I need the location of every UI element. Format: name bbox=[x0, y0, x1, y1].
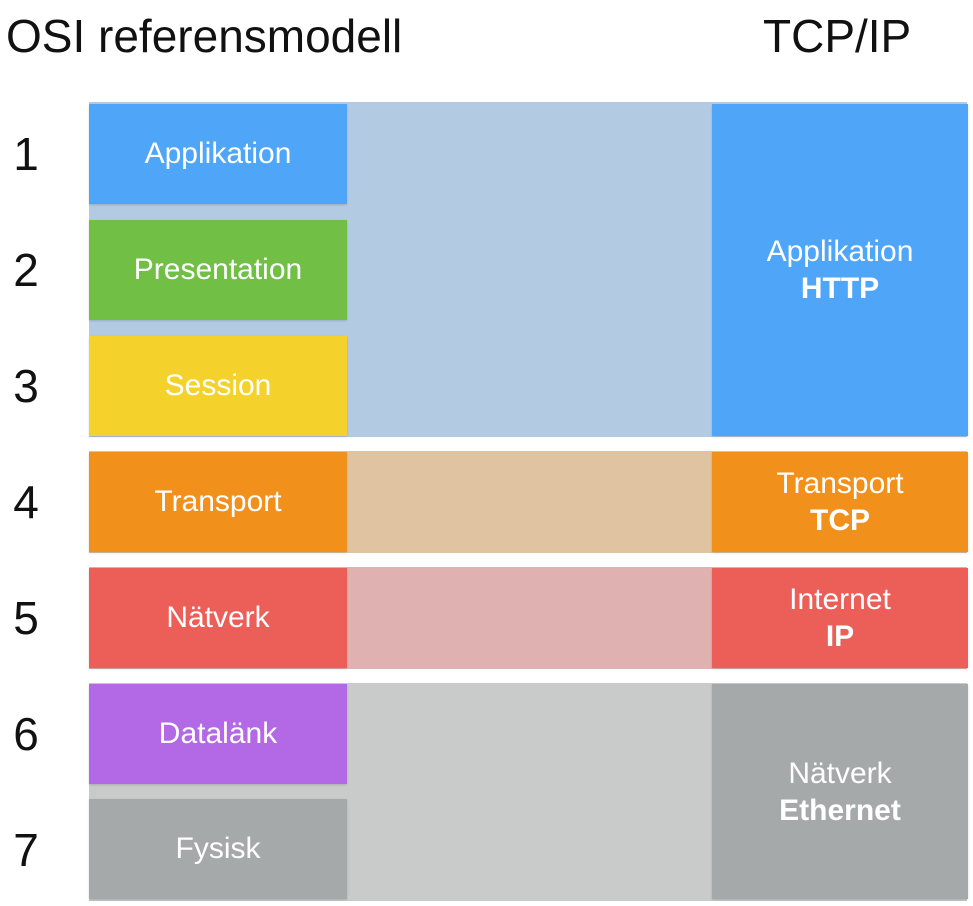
osi-layer-transport: Transport bbox=[89, 452, 347, 552]
osi-heading: OSI referensmodell bbox=[6, 10, 403, 62]
osi-layer-label: Applikation bbox=[144, 137, 292, 170]
tcpip-protocol: Ethernet bbox=[779, 793, 901, 827]
osi-layer-application: Applikation bbox=[89, 104, 347, 204]
osi-layer-datalink: Datalänk bbox=[89, 684, 347, 784]
osi-layer-network: Nätverk bbox=[89, 568, 347, 668]
tcpip-layer-network: Nätverk Ethernet bbox=[712, 684, 968, 899]
tcpip-protocol: TCP bbox=[810, 504, 870, 537]
osi-layer-label: Fysisk bbox=[175, 832, 261, 865]
osi-layer-physical: Fysisk bbox=[89, 799, 347, 899]
layer-number-2: 2 bbox=[13, 244, 39, 296]
osi-layer-label: Session bbox=[164, 369, 272, 402]
tcpip-layer-application: Applikation HTTP bbox=[712, 104, 968, 436]
layer-number-4: 4 bbox=[13, 476, 39, 528]
osi-layer-label: Presentation bbox=[133, 253, 303, 286]
layer-number-1: 1 bbox=[13, 128, 39, 180]
osi-layer-label: Nätverk bbox=[166, 601, 270, 634]
osi-layer-session: Session bbox=[89, 336, 347, 436]
osi-layer-presentation: Presentation bbox=[89, 220, 347, 320]
tcpip-layer-label: Applikation bbox=[766, 235, 914, 268]
tcpip-layer-internet: Internet IP bbox=[712, 568, 968, 668]
tcpip-layer-label: Transport bbox=[776, 467, 904, 500]
osi-layer-label: Datalänk bbox=[158, 717, 278, 750]
tcpip-layer-label: Nätverk bbox=[788, 756, 892, 790]
layer-number-7: 7 bbox=[13, 824, 39, 876]
tcpip-heading: TCP/IP bbox=[763, 10, 912, 62]
tcpip-protocol: IP bbox=[825, 620, 855, 653]
osi-layer-label: Transport bbox=[154, 485, 282, 518]
layer-number-5: 5 bbox=[13, 592, 39, 644]
tcpip-protocol: HTTP bbox=[800, 272, 880, 305]
tcpip-layer-transport: Transport TCP bbox=[712, 452, 968, 552]
tcpip-layer-label: Internet bbox=[789, 583, 891, 616]
layer-number-6: 6 bbox=[13, 708, 39, 760]
layer-number-3: 3 bbox=[13, 360, 39, 412]
